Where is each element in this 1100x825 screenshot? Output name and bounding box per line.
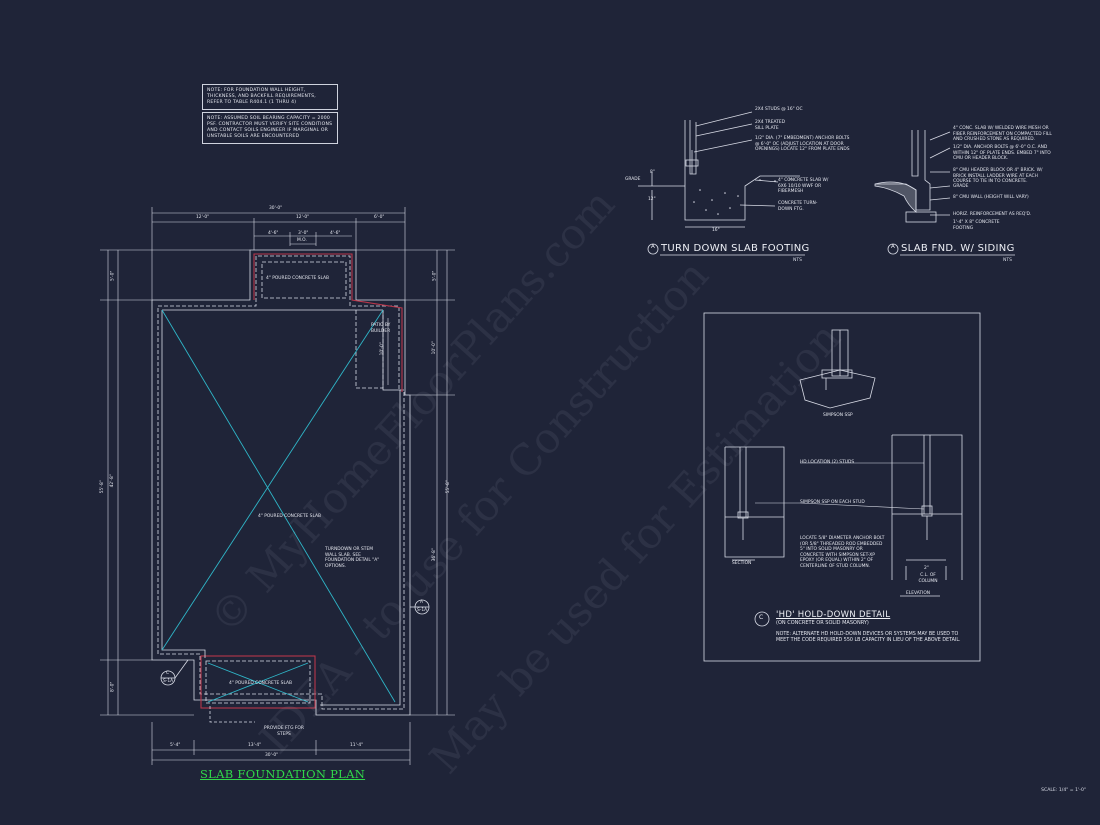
label-steps: PROVIDE FTG FOR STEPS [264,726,304,737]
tag-a-sheet: S-1A [417,608,428,613]
hold-down-section [724,446,785,561]
dim-left-main: 42'-8" [109,474,115,488]
detail-c-note: NOTE: ALTERNATE HD HOLD-DOWN DEVICES OR … [776,632,961,644]
dim-porch-a: 4'-6" [268,231,279,236]
detail-a-dim-8: 8" [650,170,655,175]
tag-a-letter: A [420,600,424,605]
detail-c-simpson-label: SIMPSON SSP [823,413,853,418]
detail-a-grade: GRADE [625,177,641,182]
detail-c-cl-dim: 2" [924,566,929,571]
dim-top-overall: 30'-0" [269,206,283,211]
scale-note: SCALE: 1/4" = 1'-0" [1041,788,1086,793]
detail-a-letter: A [651,244,656,250]
dim-bottom-overall: 30'-0" [265,753,279,758]
dim-left-bottom: 8'-0" [110,681,116,692]
detail-b-title: SLAB FND. W/ SIDING [901,243,1015,254]
detail-siding-drawing [874,130,1015,256]
detail-a-title: TURN DOWN SLAB FOOTING [661,243,810,254]
detail-turn-down-drawing [638,111,805,256]
simpson-ssp-iso [799,329,876,409]
label-slab-main: 4" POURED CONCRETE SLAB [258,514,322,519]
dim-right-top: 5'-0" [432,270,438,281]
tag-c-letter: C [166,671,170,676]
detail-c-tag[interactable] [754,611,770,627]
dim-porch-mo: M.O. [297,238,307,243]
steps-leader [209,706,255,723]
detail-a-note-1: 2x4 STUDS @ 16" OC [755,107,803,112]
plan-title: SLAB FOUNDATION PLAN [200,767,366,781]
detail-c-ssp-each: SIMPSON SSP ON EACH STUD [800,500,865,505]
detail-a-note-5: CONCRETE TURN-DOWN FTG. [778,201,818,212]
detail-c-cl-label: C.L. OF COLUMN [918,573,938,584]
detail-a-dim-16: 16" [712,228,720,233]
detail-a-dim-12: 12" [648,197,656,202]
detail-b-note-1: 4" CONC. SLAB W/ WELDED WIRE MESH OR FIB… [953,126,1052,143]
detail-c-frame [703,312,981,662]
label-patio: PATIO BY BUILDER [371,323,391,334]
label-slab-top: 4" POURED CONCRETE SLAB [266,276,330,281]
label-turndown: TURNDOWN OR STEM WALL SLAB. SEE FOUNDATI… [325,547,380,569]
dim-top-right: 6'-0" [374,215,385,220]
dim-right-main: 36'-8" [431,548,437,562]
dim-bottom-right: 11'-4" [350,743,364,748]
dim-bottom-mid: 13'-4" [248,743,262,748]
detail-b-letter: A [891,244,896,250]
detail-c-anchor-note: LOCATE 5/8" DIAMETER ANCHOR BOLT (OR 5/8… [800,536,885,569]
dimension-lines [100,207,455,765]
detail-c-letter: C [759,614,764,621]
dim-left-overall: 55'-8" [99,480,105,494]
hold-down-elevation [891,434,963,597]
section-tag-a[interactable] [410,599,430,615]
dim-top-left: 12'-0" [196,215,210,220]
dim-porch-b: 3'-0" [298,231,309,236]
detail-c-title: 'HD' HOLD-DOWN DETAIL [776,610,891,620]
dim-bottom-left: 5'-4" [170,743,181,748]
detail-b-note-7: 1'-4" x 8" CONCRETE FOOTING [953,220,1000,231]
detail-a-scale: NTS [793,258,802,263]
detail-b-note-3: 8" CMU HEADER BLOCK OR 4" BRICK. W/ BRIC… [953,168,1043,185]
note-soil-bearing: NOTE: ASSUMED SOIL BEARING CAPACITY = 20… [202,112,338,144]
note-foundation-wall: NOTE: FOR FOUNDATION WALL HEIGHT, THICKN… [202,84,338,110]
dim-right-patio: 10'-0" [431,341,437,355]
dim-right-overall: 55'-8" [445,480,451,494]
dim-patio-inner: 10'-0" [379,342,385,356]
detail-b-note-6: HORIZ. REINFORCEMENT AS REQ'D. [953,212,1032,217]
detail-c-section: SECTION [732,561,752,566]
detail-b-note-5: 8" CMU WALL (HEIGHT WILL VARY) [953,195,1029,200]
slab-diagonals [161,309,396,703]
detail-b-scale: NTS [1003,258,1012,263]
foundation-outline [151,249,411,716]
detail-b-note-4: GRADE [953,184,969,189]
detail-c-elevation: ELEVATION [906,591,931,596]
tag-c-sheet: S-1A [163,679,174,684]
label-slab-bottom: 4" POURED CONCRETE SLAB [229,681,293,686]
dim-porch-c: 4'-6" [330,231,341,236]
detail-a-note-3: 1/2" DIA. (7" EMBEDMENT) ANCHOR BOLTS @ … [755,136,850,153]
detail-a-note-2: 2x4 TREATED SILL PLATE [755,120,785,131]
section-tag-c[interactable] [160,659,189,686]
detail-c-hd-location: HD LOCATION (2) STUDS [800,460,855,465]
detail-b-note-2: 1/2" DIA. ANCHOR BOLTS @ 6'-0" O.C. AND … [953,145,1051,162]
dim-top-mid: 12'-0" [296,215,310,220]
detail-a-note-4: 4" CONCRETE SLAB W/ 6x6 10/10 WWF OR FIB… [778,178,829,195]
detail-c-subtitle: (ON CONCRETE OR SOLID MASONRY) [776,620,869,626]
dim-left-top: 5'-0" [110,270,116,281]
